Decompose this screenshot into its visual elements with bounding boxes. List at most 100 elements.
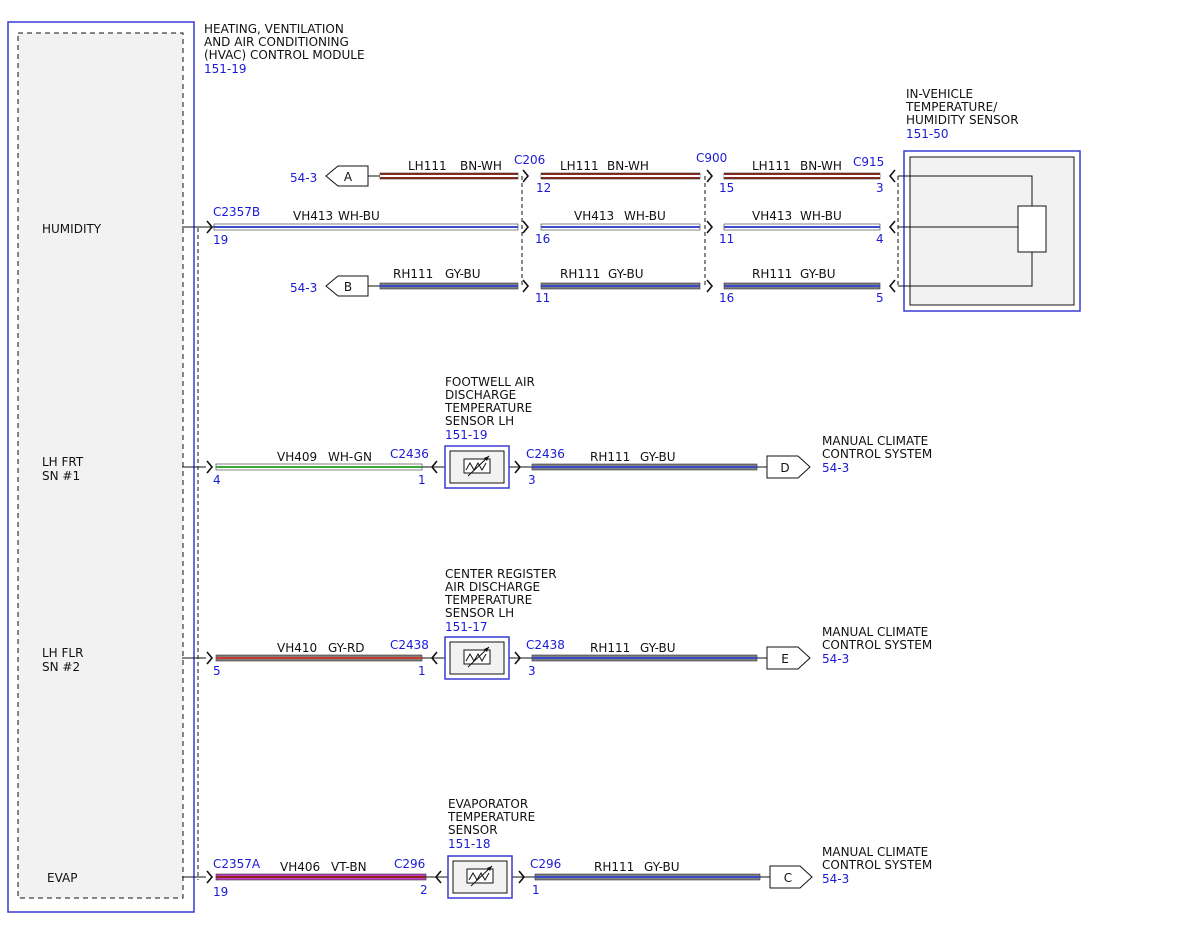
pin-number: 3 [528,664,536,678]
wire-color-label: WH-BU [800,209,842,223]
connector-c2438-left-label[interactable]: C2438 [390,638,429,652]
sensor-title-line: CENTER REGISTER [445,567,557,581]
sensor-title-line: TEMPERATURE [447,810,535,824]
wire-circuit-label: RH111 [752,267,792,281]
wire-circuit-label: RH111 [594,860,634,874]
wire-color-label: WH-GN [328,450,372,464]
sensor-ref[interactable]: 151-18 [448,837,491,851]
sensor-title-line: FOOTWELL AIR [445,375,535,389]
connector-arrow-icon [706,220,714,234]
wire-color-label: WH-BU [338,209,380,223]
module-title-line: AND AIR CONDITIONING [204,35,349,49]
sensor-title-line: EVAPORATOR [448,797,528,811]
connector-c2357b-label[interactable]: C2357B [213,205,260,219]
pin-number: 16 [535,232,550,246]
pin-number: 1 [418,664,426,678]
wire-circuit-label: LH111 [408,159,447,173]
offpage-ref-b[interactable]: 54-3 [290,281,317,295]
offpage-connector-d[interactable]: D MANUAL CLIMATE CONTROL SYSTEM 54-3 [766,434,932,479]
in-vehicle-humidity-sensor: IN-VEHICLE TEMPERATURE/ HUMIDITY SENSOR … [898,87,1081,312]
offpage-ref-a[interactable]: 54-3 [290,171,317,185]
wire-color-label: BN-WH [607,159,649,173]
sensor-ref[interactable]: 151-50 [906,127,949,141]
pin-label-lh-frt: LH FRT [42,455,84,469]
connector-c915-label[interactable]: C915 [853,155,884,169]
wire-circuit-label: RH111 [560,267,600,281]
module-ref[interactable]: 151-19 [204,62,247,76]
wire-color-label: GY-RD [328,641,365,655]
sensor-ref[interactable]: 151-17 [445,620,488,634]
wire-circuit-label: RH111 [590,641,630,655]
connector-arrow-icon [522,169,530,183]
offpage-letter-a: A [344,170,353,184]
offpage-title-line: CONTROL SYSTEM [822,638,932,652]
pin-number: 12 [536,181,551,195]
wire-color-label: BN-WH [800,159,842,173]
pin-number: 3 [876,181,884,195]
connector-arrow-icon [888,169,896,183]
hvac-control-module: HEATING, VENTILATION AND AIR CONDITIONIN… [7,21,365,913]
offpage-letter-d: D [780,461,789,475]
wire-circuit-label: RH111 [590,450,630,464]
pin-label-lh-flr-sn: SN #2 [42,660,80,674]
offpage-connector-a[interactable]: A 54-3 [290,165,369,187]
wire-color-label: GY-BU [445,267,481,281]
offpage-ref-c[interactable]: 54-3 [822,872,849,886]
wire-circuit-label: VH413 [293,209,333,223]
wire-circuit-label: LH111 [560,159,599,173]
thermistor-icon [463,646,491,668]
thermistor-icon [463,455,491,477]
connector-c206-label[interactable]: C206 [514,153,545,167]
connector-arrow-icon [888,220,896,234]
offpage-connector-e[interactable]: E MANUAL CLIMATE CONTROL SYSTEM 54-3 [766,625,932,670]
connector-arrow-icon [518,870,526,884]
wire-circuit-label: RH111 [393,267,433,281]
connector-c2436-right-label[interactable]: C2436 [526,447,565,461]
connector-c900-label[interactable]: C900 [696,151,727,165]
offpage-title-line: CONTROL SYSTEM [822,858,932,872]
wire-circuit-label: VH413 [574,209,614,223]
connector-arrow-icon [206,651,214,665]
pin-label-humidity: HUMIDITY [42,222,102,236]
offpage-title-line: MANUAL CLIMATE [822,625,928,639]
connector-c296-right-label[interactable]: C296 [530,857,561,871]
wire-circuit-label: VH413 [752,209,792,223]
pin-number: 19 [213,233,228,247]
sensor-title-line: AIR DISCHARGE [445,580,540,594]
connector-c2436-left-label[interactable]: C2436 [390,447,429,461]
connector-arrow-icon [514,460,522,474]
sensor-title-line: SENSOR LH [445,414,514,428]
module-title-line: HEATING, VENTILATION [204,22,344,36]
connector-arrow-icon [206,220,214,234]
pin-number: 4 [213,473,221,487]
wire-circuit-label: VH410 [277,641,317,655]
wire-color-label: GY-BU [608,267,644,281]
connector-c2357a-label[interactable]: C2357A [213,857,261,871]
sensor-ref[interactable]: 151-19 [445,428,488,442]
pin-number: 4 [876,232,884,246]
connector-arrows-layer [206,169,896,884]
humidity-element-icon [1017,205,1047,253]
offpage-title-line: MANUAL CLIMATE [822,434,928,448]
offpage-ref-e[interactable]: 54-3 [822,652,849,666]
connector-c2438-right-label[interactable]: C2438 [526,638,565,652]
pin-number: 5 [213,664,221,678]
wire-color-label: GY-BU [800,267,836,281]
sensor-title-line: IN-VEHICLE [906,87,973,101]
wire-circuit-label: VH406 [280,860,320,874]
pin-number: 1 [532,883,540,897]
offpage-title-line: MANUAL CLIMATE [822,845,928,859]
pin-number: 2 [420,883,428,897]
wire-color-label: GY-BU [640,641,676,655]
connector-arrow-icon [522,220,530,234]
offpage-ref-d[interactable]: 54-3 [822,461,849,475]
offpage-connector-c[interactable]: C MANUAL CLIMATE CONTROL SYSTEM 54-3 [769,845,932,889]
pin-label-lh-frt-sn: SN #1 [42,469,80,483]
pin-number: 5 [876,291,884,305]
connector-c296-left-label[interactable]: C296 [394,857,425,871]
wire-circuit-label: VH409 [277,450,317,464]
wire-color-label: GY-BU [640,450,676,464]
pin-label-lh-flr: LH FLR [42,646,83,660]
pin-number: 3 [528,473,536,487]
offpage-connector-b[interactable]: B 54-3 [290,275,369,297]
